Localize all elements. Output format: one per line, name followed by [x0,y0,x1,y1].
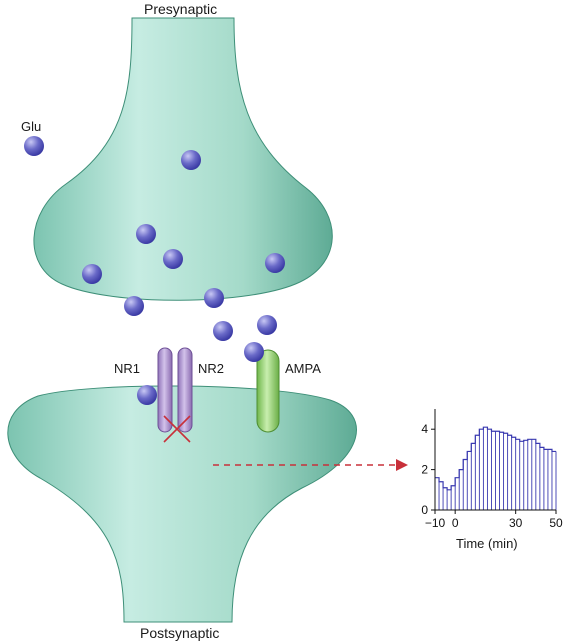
glutamate-molecule [213,321,233,341]
glutamate-molecule [24,136,44,156]
nr1-label: NR1 [114,361,141,376]
glutamate-molecule [136,224,156,244]
x-tick-label: 30 [509,516,523,530]
glutamate-molecule [82,264,102,284]
nmda-block-mark [163,415,191,443]
x-tick-label: 50 [549,516,563,530]
y-tick-label: 4 [421,422,428,436]
x-axis-label: Time (min) [456,536,518,551]
glutamate-molecule [124,296,144,316]
glutamate-molecule [244,342,264,362]
glutamate-molecule [204,288,224,308]
glutamate-molecule [181,150,201,170]
y-tick-label: 0 [421,503,428,517]
postsynaptic-terminal [7,385,357,623]
glu-label: Glu [21,119,42,134]
nr1-subunit [157,347,173,433]
x-tick-label: −10 [425,516,446,530]
glutamate-molecule [257,315,277,335]
glutamate-molecule [137,385,157,405]
y-tick-label: 2 [421,463,428,477]
glutamate-molecule [163,249,183,269]
chart-bars [434,427,557,510]
nr2-subunit [177,347,193,433]
glutamate-molecules [24,136,285,405]
dashed-arrow [213,459,408,471]
ampa-receptor [256,349,280,433]
ampa-label: AMPA [285,361,321,376]
nr2-label: NR2 [198,361,225,376]
presynaptic-label: Presynaptic [144,1,218,17]
glutamate-molecule [265,253,285,273]
chart-step-line [435,426,556,491]
postsynaptic-label: Postsynaptic [140,625,220,641]
x-tick-label: 0 [452,516,459,530]
